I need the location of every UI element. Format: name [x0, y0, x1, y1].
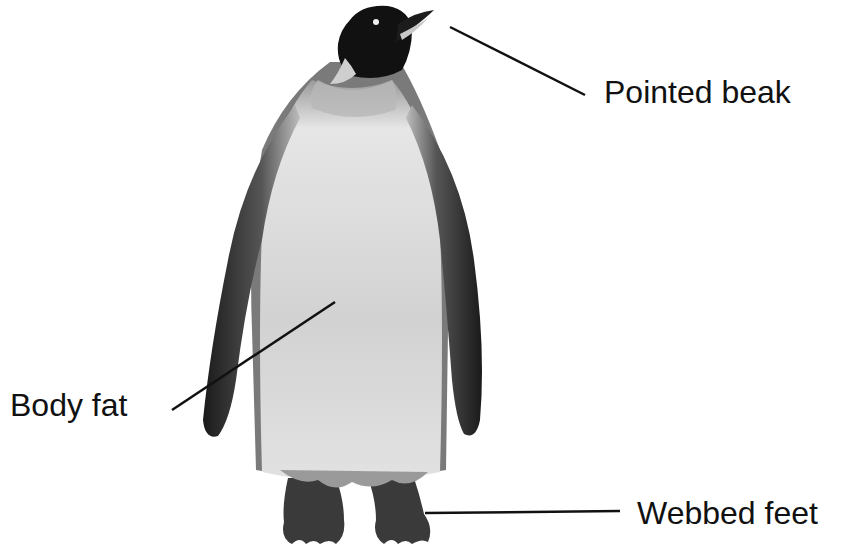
leader-line	[172, 302, 335, 410]
ear-patch	[330, 58, 356, 84]
left-foot	[283, 478, 344, 544]
penguin-eye	[373, 19, 379, 25]
leg-feathers	[280, 470, 428, 488]
right-foot	[368, 478, 430, 544]
right-flipper	[406, 105, 482, 435]
left-flipper	[203, 105, 300, 437]
part-label: Webbed feet	[637, 497, 818, 529]
part-label: Body fat	[10, 389, 127, 421]
neck-patch	[311, 80, 397, 117]
part-label: Pointed beak	[604, 76, 791, 108]
leader-line	[450, 27, 585, 95]
beak-stripe	[400, 18, 428, 40]
leader-line	[425, 511, 620, 513]
penguin-beak	[396, 10, 434, 42]
